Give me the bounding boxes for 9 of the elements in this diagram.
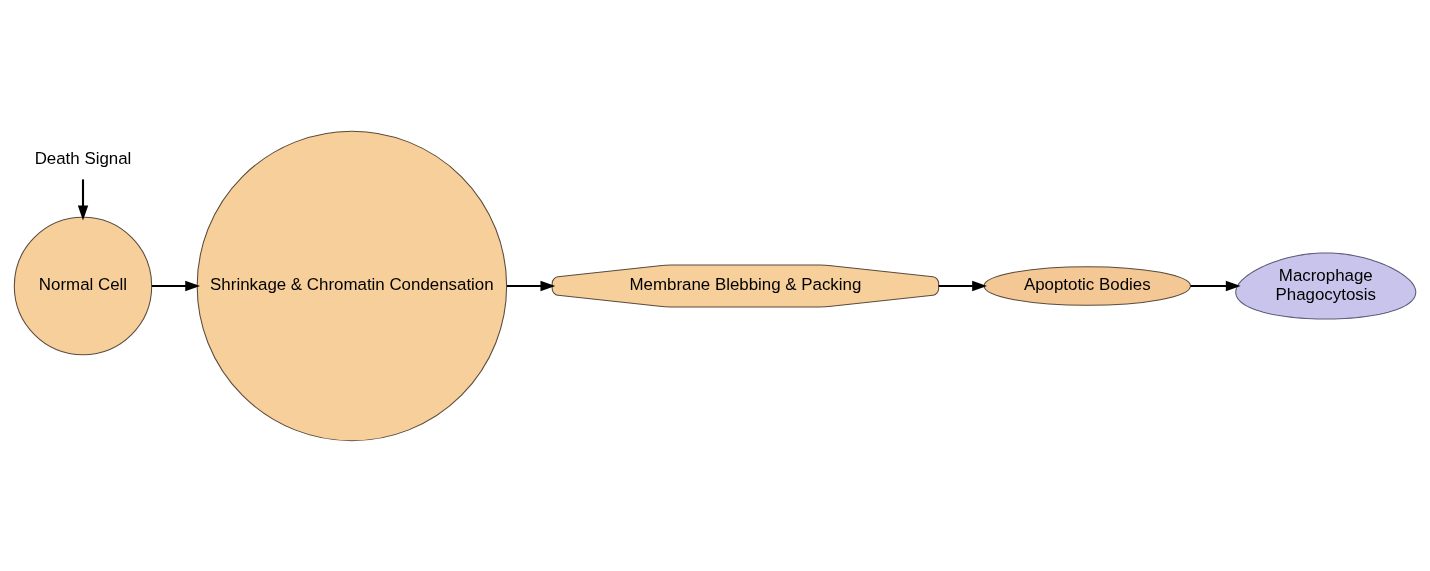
arrow — [151, 280, 201, 291]
arrow — [77, 178, 89, 220]
node-text: Death Signal — [34, 148, 132, 168]
arrow — [1190, 280, 1241, 291]
node-circle: Shrinkage & Chromatin Condensation — [196, 130, 508, 441]
arrow — [506, 280, 556, 291]
node-ellipse: Apoptotic Bodies — [983, 265, 1191, 306]
node-circle: Normal Cell — [13, 216, 153, 355]
arrow — [938, 280, 987, 291]
